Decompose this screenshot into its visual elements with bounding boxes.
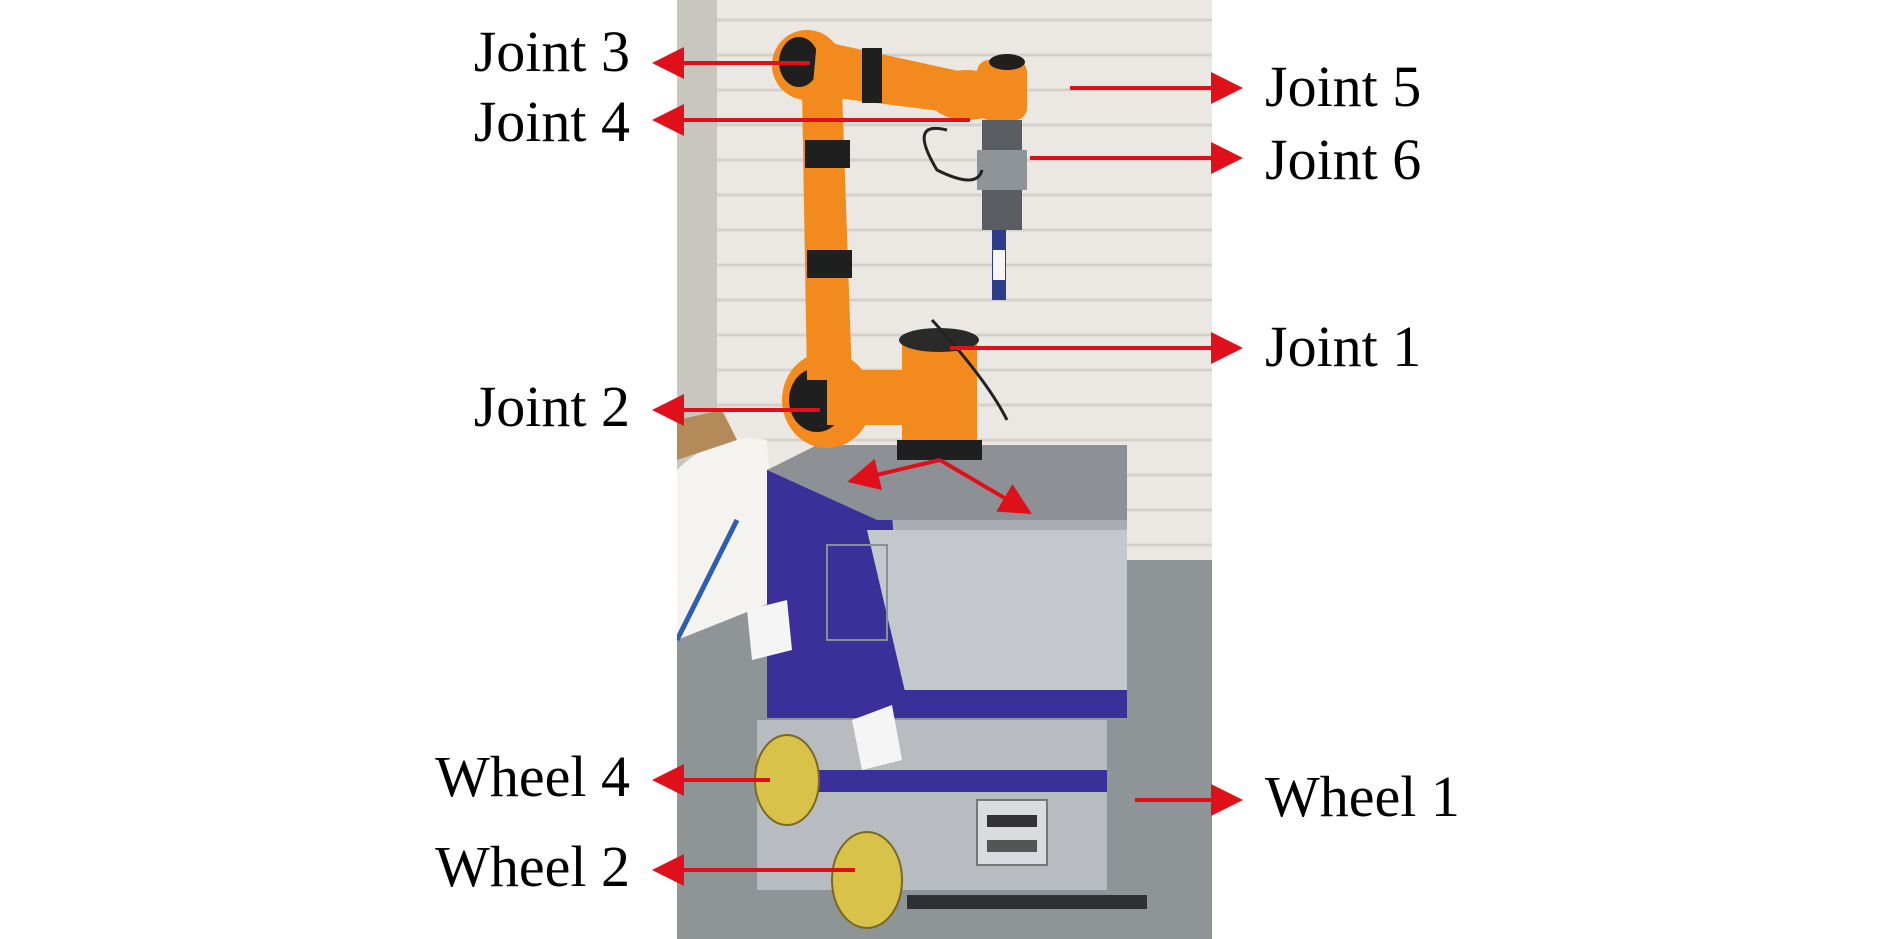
label-wheel-2: Wheel 2 xyxy=(435,834,630,899)
label-wheel-4: Wheel 4 xyxy=(435,744,630,809)
label-joint-1: Joint 1 xyxy=(1265,314,1422,379)
label-joint-3: Joint 3 xyxy=(473,19,630,84)
label-joint-6: Joint 6 xyxy=(1265,127,1422,192)
robot-photo xyxy=(677,0,1212,939)
label-wheel-1: Wheel 1 xyxy=(1265,764,1460,829)
label-joint-2: Joint 2 xyxy=(473,374,630,439)
label-joint-5: Joint 5 xyxy=(1265,54,1422,119)
label-joint-4: Joint 4 xyxy=(473,89,630,154)
